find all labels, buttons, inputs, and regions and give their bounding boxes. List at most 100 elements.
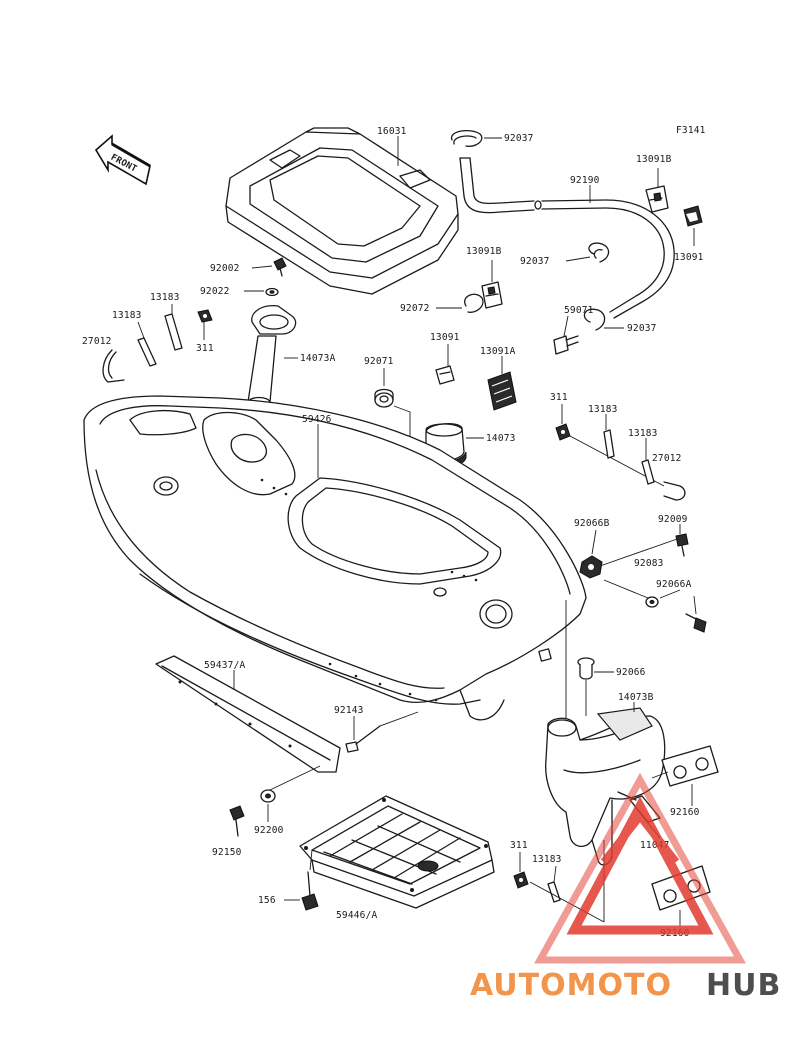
label-311-b: 311 — [550, 392, 568, 403]
label-13091-mid: 13091 — [430, 332, 460, 343]
label-13183-e: 13183 — [532, 854, 562, 865]
clip-13091b-mid-part — [481, 281, 503, 309]
leader-92066a — [659, 589, 681, 599]
fitting-59071-part — [553, 335, 579, 355]
leader-92066b — [591, 529, 597, 555]
label-13091-top: 13091 — [674, 252, 704, 263]
watermark-text-primary: AUTOMOTO — [470, 968, 672, 1003]
leader-59071 — [563, 315, 569, 337]
label-92200: 92200 — [254, 825, 284, 836]
leader-13183-b — [137, 321, 145, 339]
tank-14073b-part — [545, 707, 666, 866]
nut-311-lower-part — [513, 871, 529, 889]
link-92083 — [603, 579, 649, 599]
label-13091b-top: 13091B — [636, 154, 672, 165]
label-92037-b: 92037 — [520, 256, 550, 267]
seat-tray-part — [225, 127, 459, 295]
clip-13091b-top-part — [645, 185, 669, 213]
label-27012-b: 27012 — [652, 453, 682, 464]
label-27012-a: 27012 — [82, 336, 112, 347]
link-92160a — [651, 771, 669, 779]
label-311-c: 311 — [510, 840, 528, 851]
screw-92150-part — [229, 805, 245, 837]
label-92002: 92002 — [210, 263, 240, 274]
front-arrow-icon: FRONT — [94, 134, 151, 186]
label-311-a: 311 — [196, 343, 214, 354]
label-156: 156 — [258, 895, 276, 906]
strip-59437-part — [155, 655, 341, 773]
nut-311-right-part — [555, 423, 571, 441]
link-lower-pins — [529, 881, 605, 923]
diagram-code: F3141 — [676, 125, 706, 136]
label-92009: 92009 — [658, 514, 688, 525]
label-13183-a: 13183 — [150, 292, 180, 303]
leader-92037-b — [565, 256, 591, 262]
watermark-text-secondary: HUB — [706, 968, 781, 1003]
label-14073b: 14073B — [618, 692, 654, 703]
link-92143-hull — [379, 711, 419, 727]
bolt-156-part — [301, 871, 319, 911]
label-92190: 92190 — [570, 175, 600, 186]
label-16031: 16031 — [377, 126, 407, 137]
grommet-13091-top-part — [683, 205, 703, 227]
hose-clamp-part — [451, 129, 483, 147]
label-11047: 11047 — [640, 840, 670, 851]
washer-92200-part — [260, 789, 276, 803]
label-59437: 59437/A — [204, 660, 246, 671]
label-92071: 92071 — [364, 356, 394, 367]
label-13183-c: 13183 — [588, 404, 618, 415]
hook-27012-left-part — [102, 349, 125, 383]
label-92022: 92022 — [200, 286, 230, 297]
label-92066b: 92066B — [574, 518, 610, 529]
bracket-92066b-part — [579, 555, 603, 579]
label-13183-d: 13183 — [628, 428, 658, 439]
plate-92160-upper-part — [661, 745, 719, 787]
plug-92143-part — [345, 725, 381, 753]
filler-tube-14073a-part — [247, 305, 297, 408]
nut-311-left-part — [197, 309, 213, 323]
pin-13183-right-part — [603, 429, 655, 485]
label-92066: 92066 — [616, 667, 646, 678]
label-92066a: 92066A — [656, 579, 692, 590]
link-59437-92200 — [269, 765, 321, 791]
block-13091a-part — [487, 371, 517, 411]
grommet-13091-mid-part — [435, 365, 455, 385]
ring-92071-part — [374, 388, 394, 408]
washer-92083-part — [645, 596, 659, 608]
label-14073: 14073 — [486, 433, 516, 444]
label-13183-b: 13183 — [112, 310, 142, 321]
label-92037-a: 92037 — [504, 133, 534, 144]
label-13091b-mid: 13091B — [466, 246, 502, 257]
screw-92009-part — [675, 533, 689, 557]
hook-27012-right-part — [663, 481, 686, 501]
hose-clamp-mid-part — [588, 242, 610, 263]
label-14073a: 14073A — [300, 353, 336, 364]
hose-part — [459, 157, 675, 319]
leader-92066a-drop — [693, 595, 697, 615]
plug-92066-part — [577, 657, 595, 680]
watermark-logo — [534, 772, 746, 964]
label-59426: 59426 — [302, 414, 332, 425]
pin-13183-lower-part — [547, 881, 561, 903]
washer-92022-part — [265, 287, 279, 297]
label-92143: 92143 — [334, 705, 364, 716]
label-92150: 92150 — [212, 847, 242, 858]
hose-clamp-lower-part — [583, 308, 606, 331]
link-156-grate — [309, 849, 313, 871]
label-92037-c: 92037 — [627, 323, 657, 334]
link-92066b-92009 — [599, 537, 681, 567]
label-59446: 59446/A — [336, 910, 378, 921]
leader-13183-e — [553, 865, 557, 883]
label-92160-a: 92160 — [670, 807, 700, 818]
label-59071: 59071 — [564, 305, 594, 316]
pin-13183-left-part — [137, 313, 183, 367]
hull-deck-part — [83, 395, 587, 721]
leader-92002 — [251, 265, 273, 269]
bolt-92002-part — [273, 257, 287, 277]
label-92083: 92083 — [634, 558, 664, 569]
grate-59446-part — [299, 795, 495, 909]
screw-92066a-part — [685, 613, 707, 633]
clamp-92072-part — [464, 293, 484, 313]
label-13091a: 13091A — [480, 346, 516, 357]
